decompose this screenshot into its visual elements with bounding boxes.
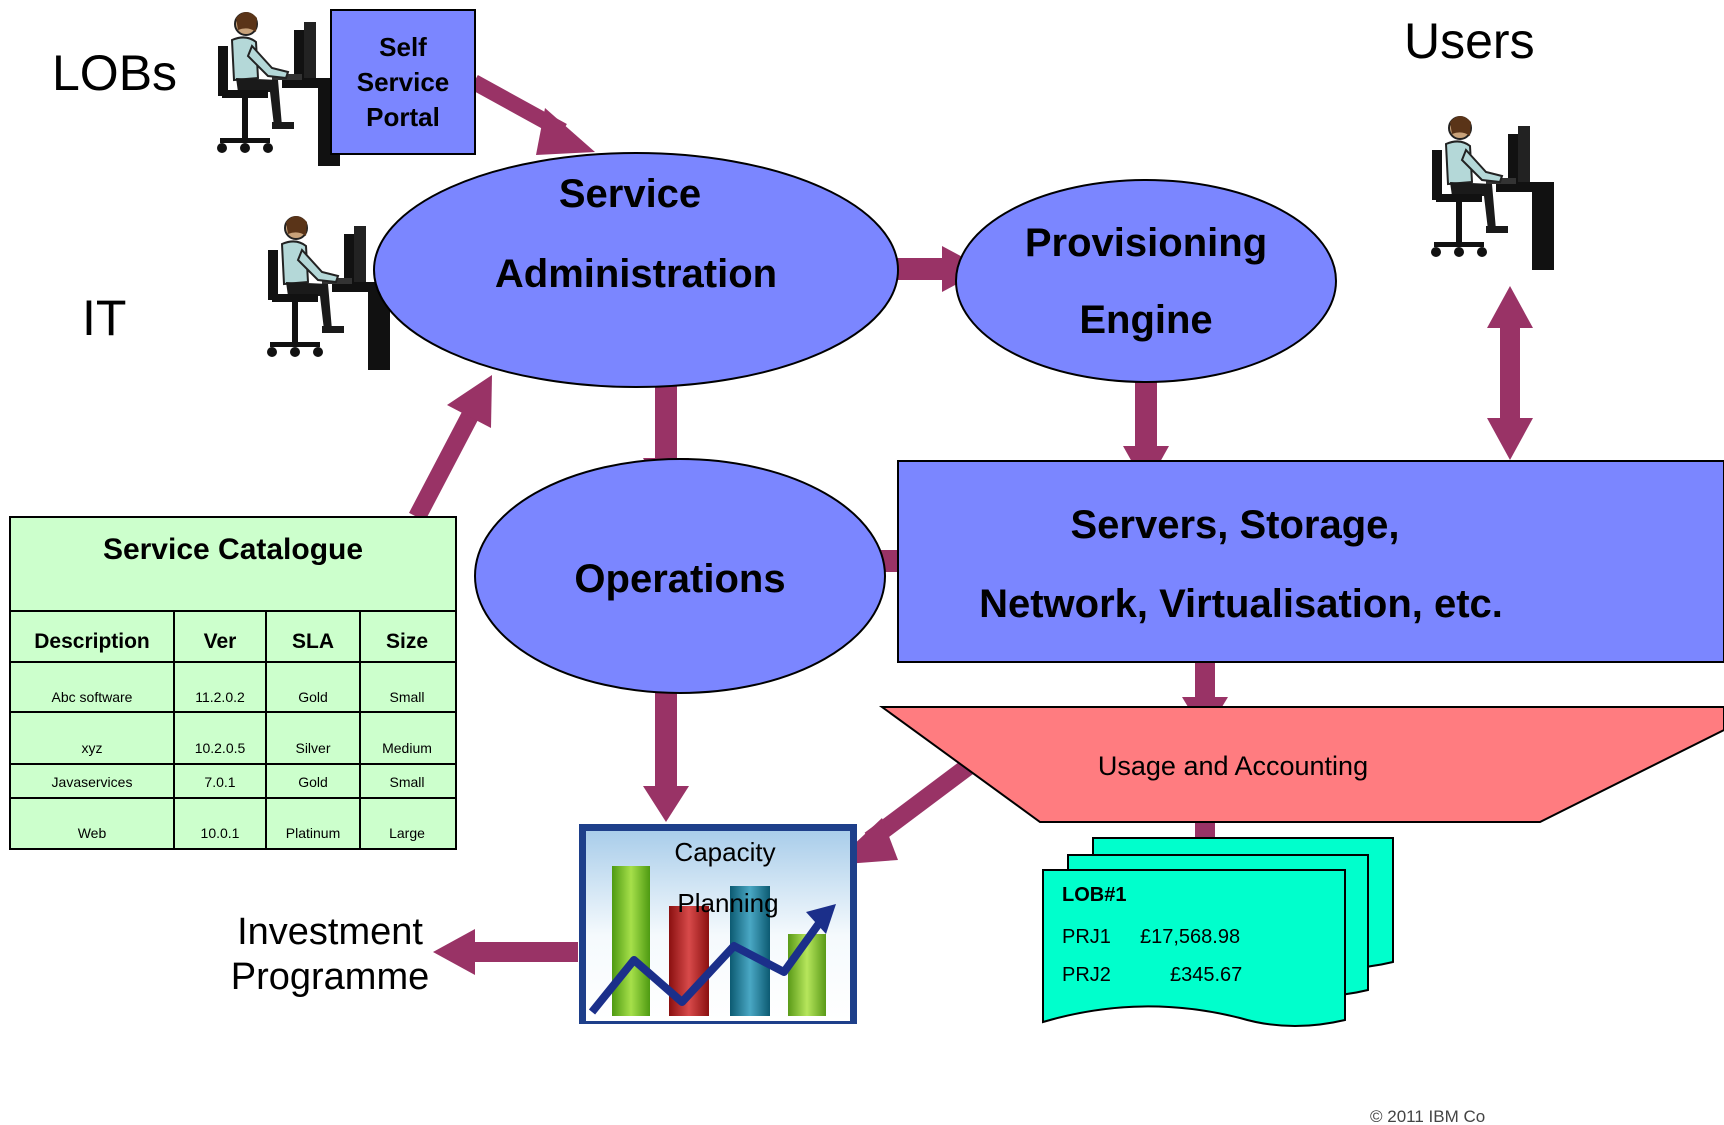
- service-catalogue-table: Service Catalogue Description Ver SLA Si…: [9, 516, 457, 850]
- portal-line-3: Portal: [366, 102, 440, 132]
- catalogue-cell: Medium: [382, 740, 432, 756]
- capacity-line-1: Capacity: [674, 837, 775, 867]
- portal-line-1: Self: [379, 32, 427, 62]
- catalogue-cell: 10.0.1: [201, 825, 240, 841]
- self-service-portal-box: Self Service Portal: [330, 9, 476, 155]
- invoice-title: LOB#1: [1062, 884, 1126, 906]
- provisioning-engine-ellipse: Provisioning Engine: [955, 179, 1337, 383]
- usage-accounting-label: Usage and Accounting: [1098, 751, 1368, 781]
- catalogue-title: Service Catalogue: [103, 533, 363, 566]
- portal-line-2: Service: [357, 67, 450, 97]
- catalogue-header-ver: Ver: [204, 630, 237, 653]
- service-admin-line-1: Service: [559, 172, 701, 216]
- capacity-planning-panel: Capacity Planning: [579, 824, 857, 1024]
- infrastructure-line-1: Servers, Storage,: [1070, 503, 1399, 547]
- catalogue-cell: 11.2.0.2: [195, 689, 245, 705]
- it-label: IT: [82, 290, 126, 346]
- copyright-text: © 2011 IBM Co: [1370, 1107, 1485, 1125]
- catalogue-header-description: Description: [34, 630, 150, 653]
- invoice-row-1-amount: £17,568.98: [1140, 926, 1240, 948]
- catalogue-cell: Javaservices: [52, 774, 133, 790]
- catalogue-cell: Small: [389, 689, 424, 705]
- catalogue-cell: Gold: [298, 774, 328, 790]
- catalogue-header-size: Size: [386, 630, 428, 653]
- catalogue-cell: Gold: [298, 689, 328, 705]
- catalogue-cell: Small: [389, 774, 424, 790]
- users-person-icon: [1430, 115, 1555, 271]
- infrastructure-line-2: Network, Virtualisation, etc.: [979, 582, 1503, 626]
- arrow-users-servers-bidirectional: [1487, 286, 1533, 460]
- invoice-stack: LOB#1 PRJ1 £17,568.98 PRJ2 £345.67: [1042, 837, 1394, 1028]
- service-administration-ellipse: Service Administration: [373, 152, 899, 388]
- invoice-row-2-project: PRJ2: [1062, 964, 1111, 986]
- users-label: Users: [1404, 13, 1535, 69]
- catalogue-cell: Platinum: [286, 825, 340, 841]
- usage-accounting-funnel: Usage and Accounting: [878, 706, 1724, 823]
- investment-line-1: Investment: [237, 911, 423, 953]
- catalogue-header-sla: SLA: [292, 630, 334, 653]
- catalogue-cell: Silver: [295, 740, 330, 756]
- infrastructure-box: Servers, Storage, Network, Virtualisatio…: [897, 460, 1724, 663]
- arrow-catalogue-to-admin: [409, 375, 492, 522]
- provisioning-line-1: Provisioning: [1025, 221, 1267, 265]
- catalogue-cell: 10.2.0.5: [195, 740, 246, 756]
- capacity-line-2: Planning: [677, 888, 778, 918]
- lobs-label: LOBs: [52, 45, 177, 101]
- catalogue-cell: Abc software: [52, 689, 133, 705]
- arrow-capacity-to-investment: [433, 929, 578, 975]
- catalogue-cell: Web: [78, 825, 107, 841]
- invoice-row-1-project: PRJ1: [1062, 926, 1111, 948]
- arrow-operations-to-capacity: [643, 693, 689, 822]
- invoice-row-2-amount: £345.67: [1170, 964, 1242, 986]
- capacity-chart-icon: [588, 866, 836, 1016]
- lobs-person-icon: [216, 11, 341, 167]
- it-person-icon: [266, 215, 391, 371]
- catalogue-cell: 7.0.1: [204, 774, 235, 790]
- catalogue-cell: xyz: [82, 740, 103, 756]
- catalogue-cell: Large: [389, 825, 425, 841]
- investment-line-2: Programme: [231, 956, 430, 998]
- provisioning-line-2: Engine: [1079, 298, 1212, 342]
- operations-label: Operations: [574, 557, 785, 601]
- service-admin-line-2: Administration: [495, 252, 777, 296]
- operations-ellipse: Operations: [474, 458, 886, 694]
- arrow-portal-to-admin: [470, 74, 595, 155]
